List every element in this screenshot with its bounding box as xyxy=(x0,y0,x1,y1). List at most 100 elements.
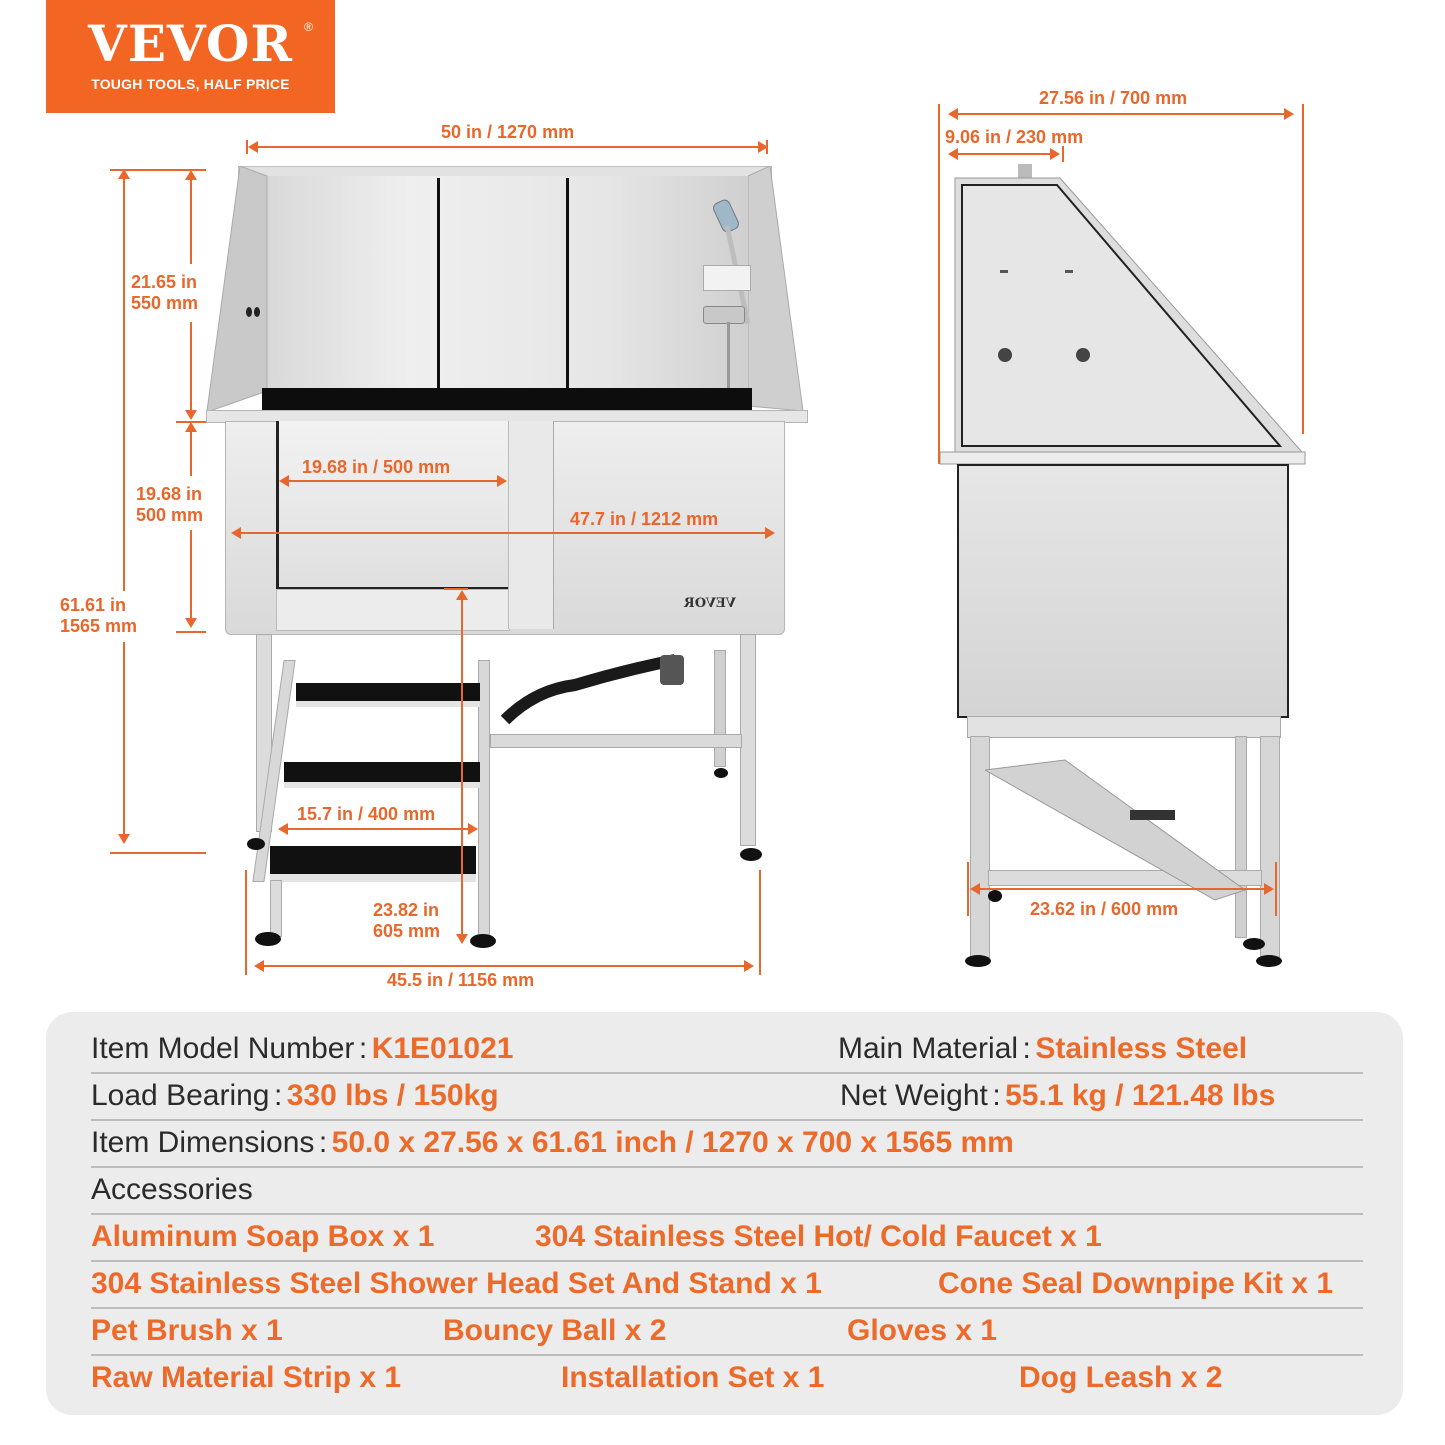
dim-total-height-in: 61.61 in xyxy=(60,595,127,615)
dim-upper-height-arrow-bottom xyxy=(185,322,197,420)
foot xyxy=(470,934,496,948)
dim-tick xyxy=(444,588,468,590)
dim-upper-height-mm: 550 mm xyxy=(131,293,199,313)
spec-separator: : xyxy=(358,1032,368,1065)
dim-total-height-label: 61.61 in 1565 mm xyxy=(60,595,137,637)
dim-ramp-height-arrow xyxy=(456,590,468,944)
spec-separator: : xyxy=(992,1079,1001,1112)
accessory-item: Raw Material Strip x 1 xyxy=(91,1361,402,1394)
spec-value-load: 330 lbs / 150kg xyxy=(286,1079,499,1112)
spec-value-dimensions: 50.0 x 27.56 x 61.61 inch / 1270 x 700 x… xyxy=(331,1126,1014,1159)
dim-tick xyxy=(938,104,940,464)
foot xyxy=(988,890,1002,902)
spec-row: Load Bearing : 330 lbs / 150kg Net Weigh… xyxy=(91,1073,1363,1121)
accessory-row: Pet Brush x 1 Bouncy Ball x 2 Gloves x 1 xyxy=(91,1308,1363,1356)
foot xyxy=(1256,955,1282,967)
dim-tick xyxy=(1302,104,1304,434)
dim-tub-height-arrow-top xyxy=(185,422,197,476)
drain-hose xyxy=(500,654,684,725)
foot xyxy=(247,838,265,850)
leg-back-right xyxy=(714,650,726,767)
registered-mark: ® xyxy=(304,20,313,34)
spec-label-weight: Net Weight xyxy=(840,1079,988,1112)
dim-tick xyxy=(110,169,206,171)
accessory-item: Cone Seal Downpipe Kit x 1 xyxy=(938,1267,1334,1300)
spec-value-material: Stainless Steel xyxy=(1035,1032,1248,1065)
dim-upper-height-in: 21.65 in xyxy=(131,272,198,292)
side-ramp xyxy=(985,759,1247,901)
dim-base-depth-arrow xyxy=(970,883,1274,895)
spec-separator: : xyxy=(1022,1032,1031,1065)
accessory-item: Aluminum Soap Box x 1 xyxy=(91,1220,435,1253)
dim-tub-inner-width-arrow xyxy=(231,527,775,539)
dim-tick xyxy=(1275,862,1277,916)
side-tub-body xyxy=(957,464,1289,718)
dim-ramp-height-in: 23.82 in xyxy=(373,900,440,920)
accessory-row: Raw Material Strip x 1 Installation Set … xyxy=(91,1355,1363,1401)
dim-tub-height-mm: 500 mm xyxy=(136,505,204,525)
dim-tick xyxy=(967,862,969,916)
dim-base-width-label: 45.5 in / 1156 mm xyxy=(387,970,535,990)
dim-base-depth-label: 23.62 in / 600 mm xyxy=(1030,899,1179,919)
spec-row: Item Model Number : K1E01021 Main Materi… xyxy=(91,1026,1363,1074)
dim-tick xyxy=(246,140,248,154)
foot xyxy=(1243,938,1265,950)
tub-floor xyxy=(262,388,752,410)
dim-upper-height-label: 21.65 in 550 mm xyxy=(131,272,198,314)
leg-front-right xyxy=(740,634,756,846)
foot xyxy=(965,955,991,967)
side-frame-top xyxy=(967,716,1281,738)
dim-base-width-arrow xyxy=(254,960,754,972)
accessory-item: Pet Brush x 1 xyxy=(91,1314,283,1347)
spec-panel: Item Model Number : K1E01021 Main Materi… xyxy=(46,1012,1403,1415)
front-view-illustration: VEVOR xyxy=(0,0,900,1000)
dim-tick xyxy=(1062,146,1064,162)
dim-ramp-height-label: 23.82 in 605 mm xyxy=(373,900,440,942)
dim-tick xyxy=(110,852,206,854)
dim-tick xyxy=(176,631,206,633)
brand-logo: VEVOR ® TOUGH TOOLS, HALF PRICE xyxy=(46,0,335,113)
ramp-step-3 xyxy=(270,846,476,882)
spec-row: Item Dimensions : 50.0 x 27.56 x 61.61 i… xyxy=(91,1120,1363,1168)
dim-total-height-mm: 1565 mm xyxy=(60,616,138,636)
hose xyxy=(727,322,730,410)
accessory-row: 304 Stainless Steel Shower Head Set And … xyxy=(91,1261,1363,1309)
back-wall xyxy=(262,176,752,391)
dim-total-depth-arrow xyxy=(948,108,1294,120)
accessory-item: Installation Set x 1 xyxy=(561,1361,825,1394)
accessories-title: Accessories xyxy=(91,1173,253,1206)
leash-left xyxy=(437,178,440,413)
foot xyxy=(714,768,728,778)
spec-value-model: K1E01021 xyxy=(371,1032,514,1065)
side-view-illustration xyxy=(930,160,1320,980)
dim-total-height-arrow-top xyxy=(118,169,130,591)
dim-top-depth-label: 9.06 in / 230 mm xyxy=(945,127,1084,147)
dim-tick xyxy=(766,140,768,154)
right-side-panel xyxy=(748,166,804,412)
spec-label-material: Main Material xyxy=(838,1032,1019,1065)
accessory-item: Bouncy Ball x 2 xyxy=(443,1314,667,1347)
crossbar xyxy=(490,734,742,748)
foot xyxy=(740,848,762,861)
dim-door-width-label: 19.68 in / 500 mm xyxy=(302,457,451,477)
accessory-item: Dog Leash x 2 xyxy=(1019,1361,1223,1394)
ramp-step-1 xyxy=(296,683,480,707)
dim-tick xyxy=(759,870,761,975)
dim-ramp-height-mm: 605 mm xyxy=(373,921,441,941)
faucet xyxy=(703,306,745,324)
dim-tub-inner-width-label: 47.7 in / 1212 mm xyxy=(570,509,719,529)
soap-box xyxy=(703,265,751,291)
leash-right xyxy=(566,178,569,413)
accessory-item: Gloves x 1 xyxy=(847,1314,998,1347)
ramp-leg-left xyxy=(270,880,282,937)
spec-row: Accessories xyxy=(91,1167,1363,1215)
dim-ramp-width-label: 15.7 in / 400 mm xyxy=(297,804,436,824)
dim-ramp-width-arrow xyxy=(278,823,478,835)
dim-tub-height-in: 19.68 in xyxy=(136,484,203,504)
dim-total-height-arrow-bottom xyxy=(118,642,130,844)
spec-separator: : xyxy=(318,1126,328,1159)
foot xyxy=(255,932,281,946)
spec-value-weight: 55.1 kg / 121.48 lbs xyxy=(1005,1079,1276,1112)
side-upper-panel xyxy=(939,164,1306,465)
spec-label-load: Load Bearing xyxy=(91,1079,270,1112)
